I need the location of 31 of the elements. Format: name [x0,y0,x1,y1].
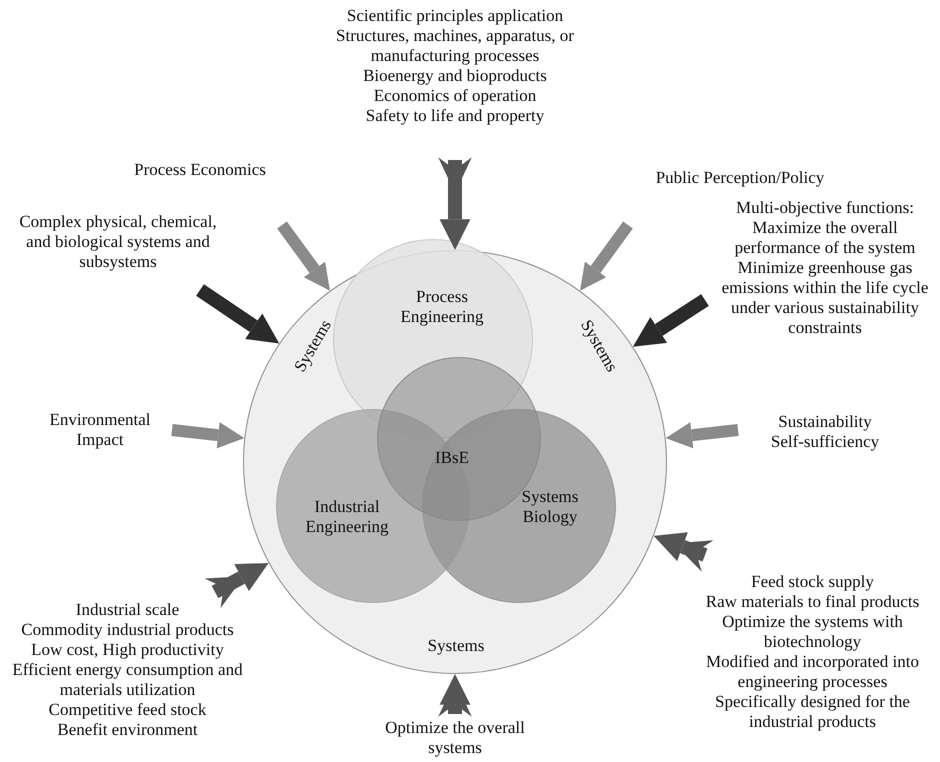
note-text: Low cost, High productivity [30,640,225,660]
note-text: Maximize the overall performance of the system [734,218,916,258]
circle-label: Systems [426,636,486,656]
note-text: Specifically designed for the industrial products [714,692,911,732]
note-text: Environmental Impact [48,410,152,450]
note-text: Efficient energy consumption and materials utilization [11,660,244,700]
note-text: Process Economics [133,160,267,180]
note-text: Competitive feed stock [48,700,208,720]
note-text: Optimize the systems with biotechnology [721,612,904,652]
circle-label: Industrial Engineering [304,497,390,537]
note-text: Structures, machines, apparatus, or manufacturing processes [335,26,575,66]
note-text: Minimize greenhouse gas emissions within the life cycle under various sustainability constraints [720,258,930,338]
note-text: Modified and incorporated into engineering processes [705,652,920,692]
note-text: Bioenergy and bioproducts [362,66,548,86]
note-text: Scientific principles application [346,6,564,26]
note-text: Public Perception/Policy [654,168,826,188]
note-text: Multi-objective functions: [735,198,915,218]
note-text: Raw materials to final products [704,592,920,612]
note-text: Optimize the overall systems [384,718,526,758]
circle-label: Process Engineering [399,287,485,327]
note-text: Industrial scale [74,600,180,620]
note-text: Feed stock supply [750,572,875,592]
circle-label: Systems Biology [520,487,580,527]
note-text: Safety to life and property [364,106,546,126]
note-text: Commodity industrial products [20,620,235,640]
note-text: Sustainability [777,412,873,432]
note-text: Economics of operation [372,86,538,106]
note-text: Benefit environment [56,720,199,740]
note-text: Complex physical, chemical, and biological systems and subsystems [18,212,218,272]
circle-label: IBsE [434,448,470,468]
note-text: Self-sufficiency [770,432,880,452]
